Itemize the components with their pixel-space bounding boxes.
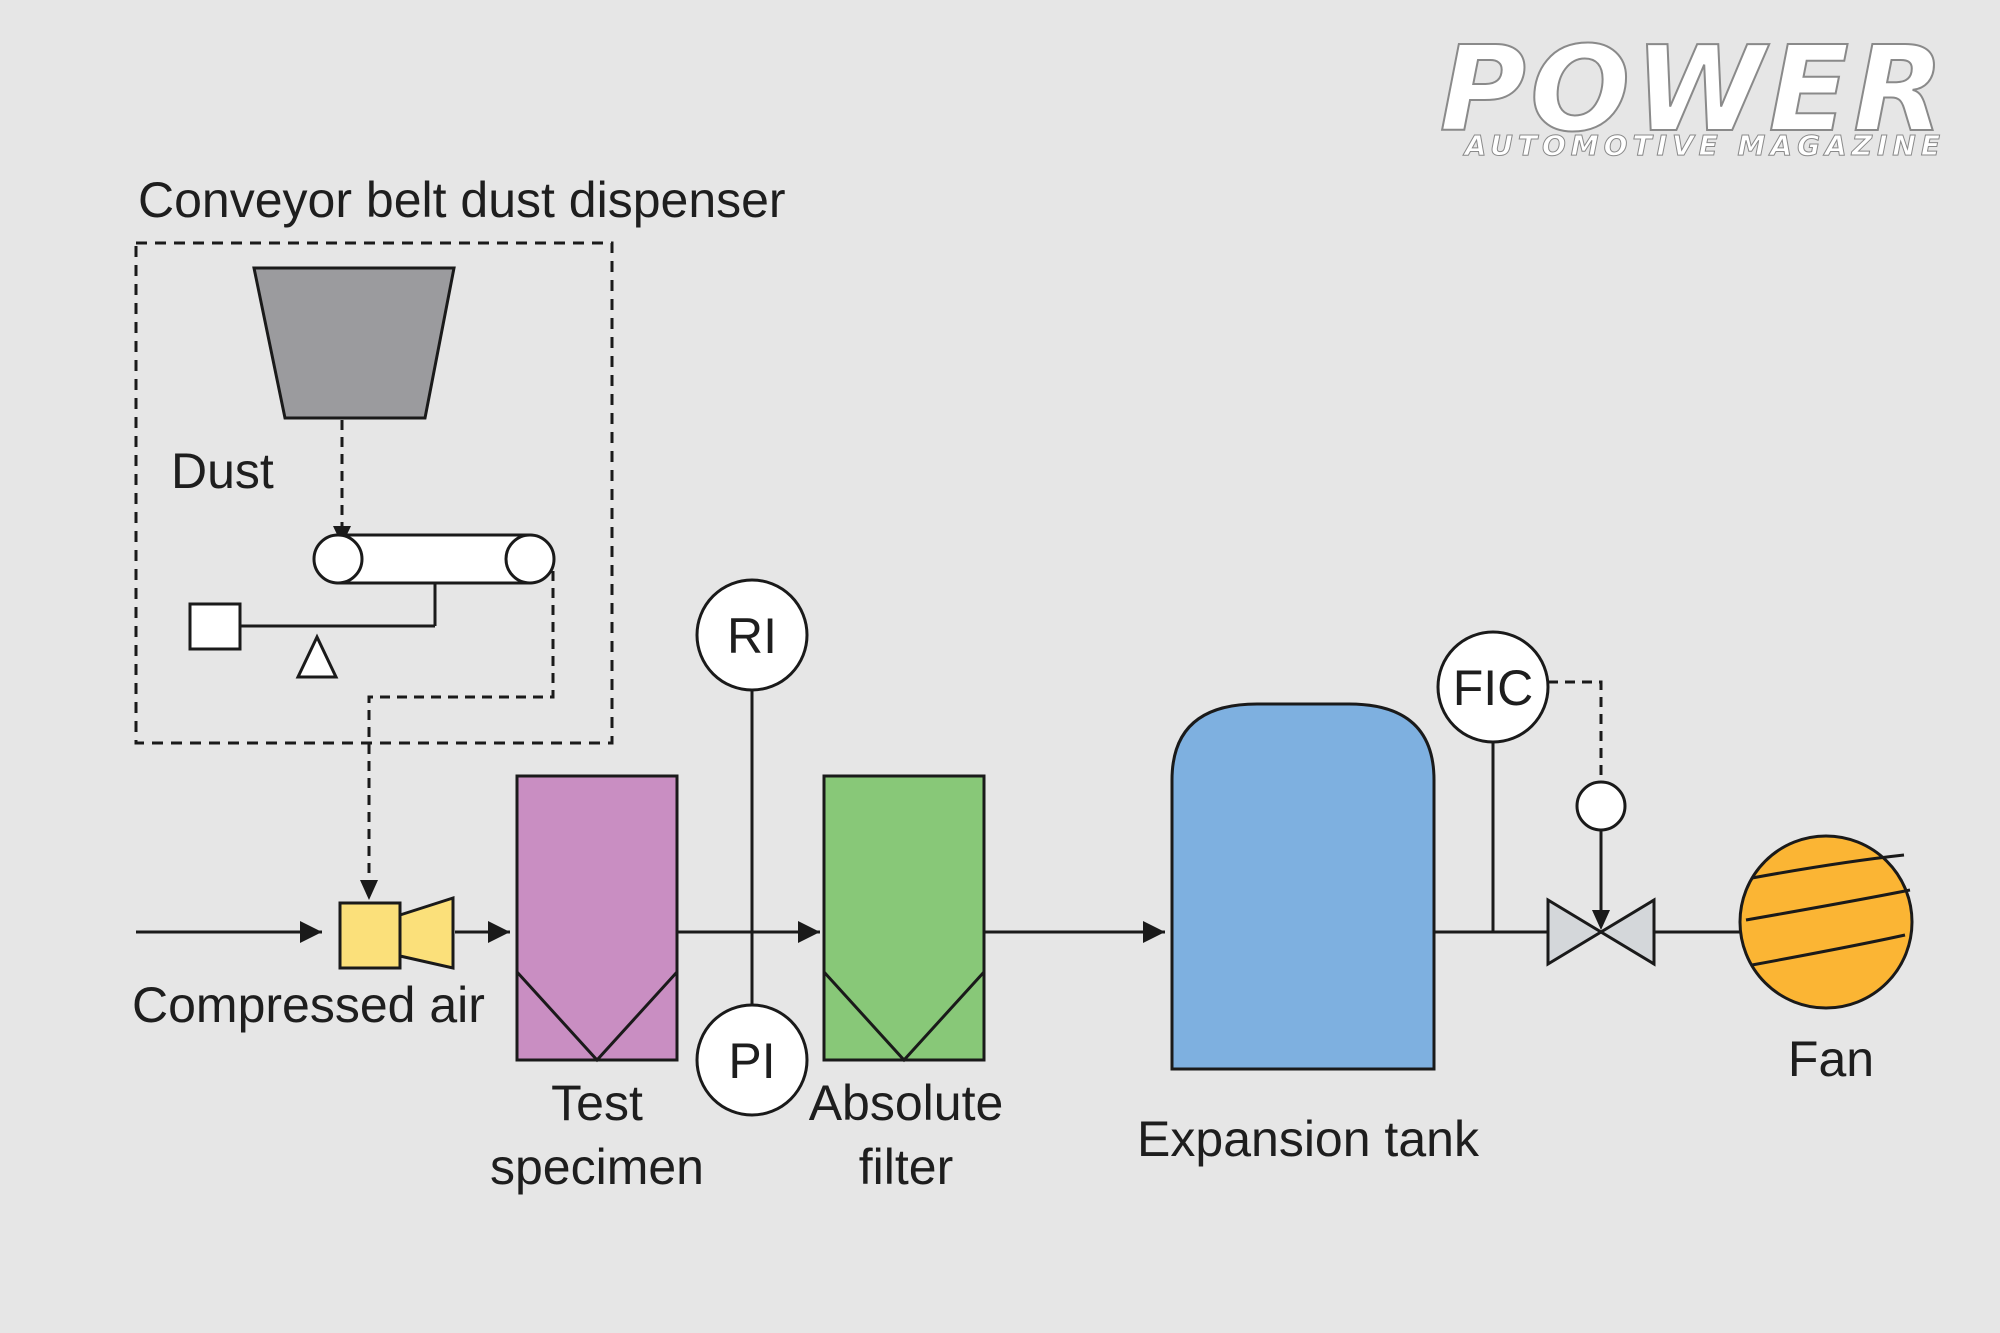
dispenser-label: Conveyor belt dust dispenser [138, 172, 786, 228]
belt-roller-right [504, 533, 556, 585]
test-specimen-label-line1: Test [551, 1075, 643, 1131]
ri-label: RI [727, 608, 777, 664]
absolute-filter-label-line2: filter [859, 1139, 953, 1195]
test-specimen [515, 774, 679, 1063]
fan-label: Fan [1788, 1031, 1874, 1087]
dust-label: Dust [171, 443, 274, 499]
dust-transfer-arrowhead [360, 880, 378, 900]
dust-ejector-nozzle [338, 895, 455, 970]
pi-instrument: PI [695, 1003, 809, 1117]
belt-roller-left [312, 533, 364, 585]
pi-label: PI [728, 1033, 775, 1089]
fic-signal-line [1548, 680, 1603, 782]
actuator-arrowhead [1592, 910, 1610, 930]
fan [1738, 834, 1914, 1010]
logo-subtitle: AUTOMOTIVE MAGAZINE [1463, 129, 1945, 162]
counterweight [188, 602, 242, 651]
balance-fulcrum [295, 633, 339, 679]
test-specimen-label-line2: specimen [490, 1139, 704, 1195]
compressed-air-label: Compressed air [132, 977, 485, 1033]
ri-instrument: RI [695, 578, 809, 692]
expansion-tank-label: Expansion tank [1137, 1111, 1480, 1167]
dispenser-enclosure [134, 241, 614, 745]
absolute-filter [822, 774, 986, 1063]
valve-actuator [1575, 780, 1627, 832]
conveyor-belt [312, 533, 556, 585]
power-logo: POWER AUTOMOTIVE MAGAZINE [1439, 19, 1948, 163]
logo-title: POWER [1440, 20, 1948, 158]
expansion-tank [1170, 702, 1436, 1071]
absolute-filter-label-line1: Absolute [809, 1075, 1004, 1131]
weighing-balance [188, 583, 437, 679]
fic-controller: FIC [1436, 630, 1550, 744]
dust-hopper [252, 266, 456, 420]
fic-label: FIC [1453, 660, 1534, 716]
